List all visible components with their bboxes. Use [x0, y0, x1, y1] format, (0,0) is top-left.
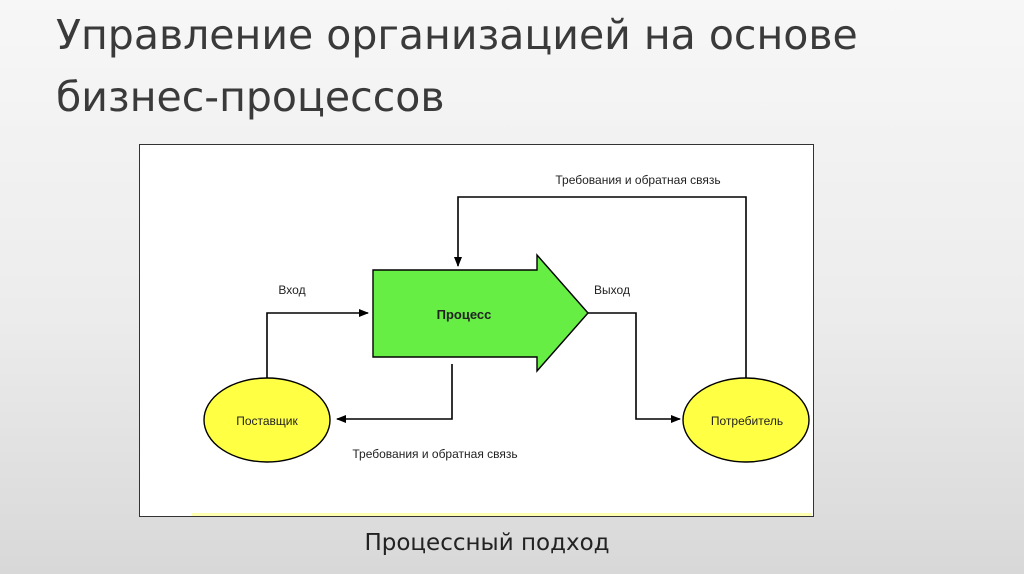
- diagram-caption: Процессный подход: [364, 530, 610, 556]
- supplier-ellipse: [203, 377, 331, 463]
- feedback-top-label: Требования и обратная связь: [555, 173, 720, 187]
- consumer-label: Потребитель: [711, 414, 783, 428]
- feedback-top-arrow: [454, 196, 747, 378]
- frame-bottom-strip: [192, 513, 812, 516]
- output-arrow: [588, 312, 681, 423]
- feedback-bottom-label: Требования и обратная связь: [352, 447, 517, 461]
- input-arrow: [266, 309, 369, 378]
- process-label: Процесс: [437, 307, 492, 322]
- consumer-ellipse: [682, 377, 810, 463]
- process-block: [372, 253, 589, 373]
- input-label: Вход: [278, 283, 305, 297]
- page-title: Управление организацией на основе бизнес…: [56, 11, 858, 121]
- supplier-label: Поставщик: [236, 414, 298, 428]
- output-label: Выход: [594, 283, 630, 297]
- feedback-bottom-arrow: [336, 364, 453, 423]
